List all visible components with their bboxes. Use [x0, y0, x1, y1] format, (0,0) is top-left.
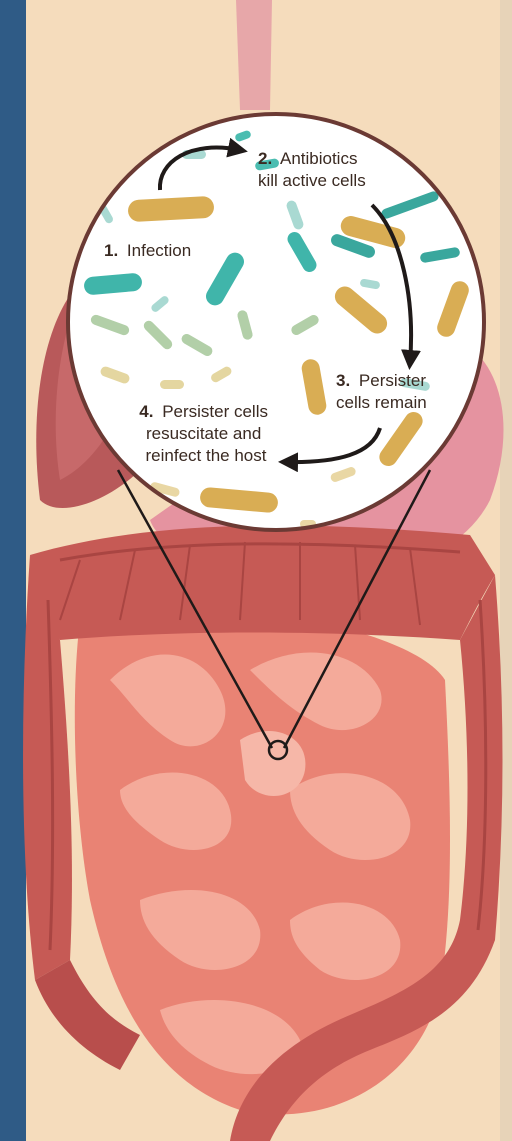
right-edge-strip: [500, 0, 512, 1141]
step-1-label: 1. Infection: [104, 241, 191, 260]
esophagus: [236, 0, 272, 110]
left-edge-strip: [0, 0, 26, 1141]
